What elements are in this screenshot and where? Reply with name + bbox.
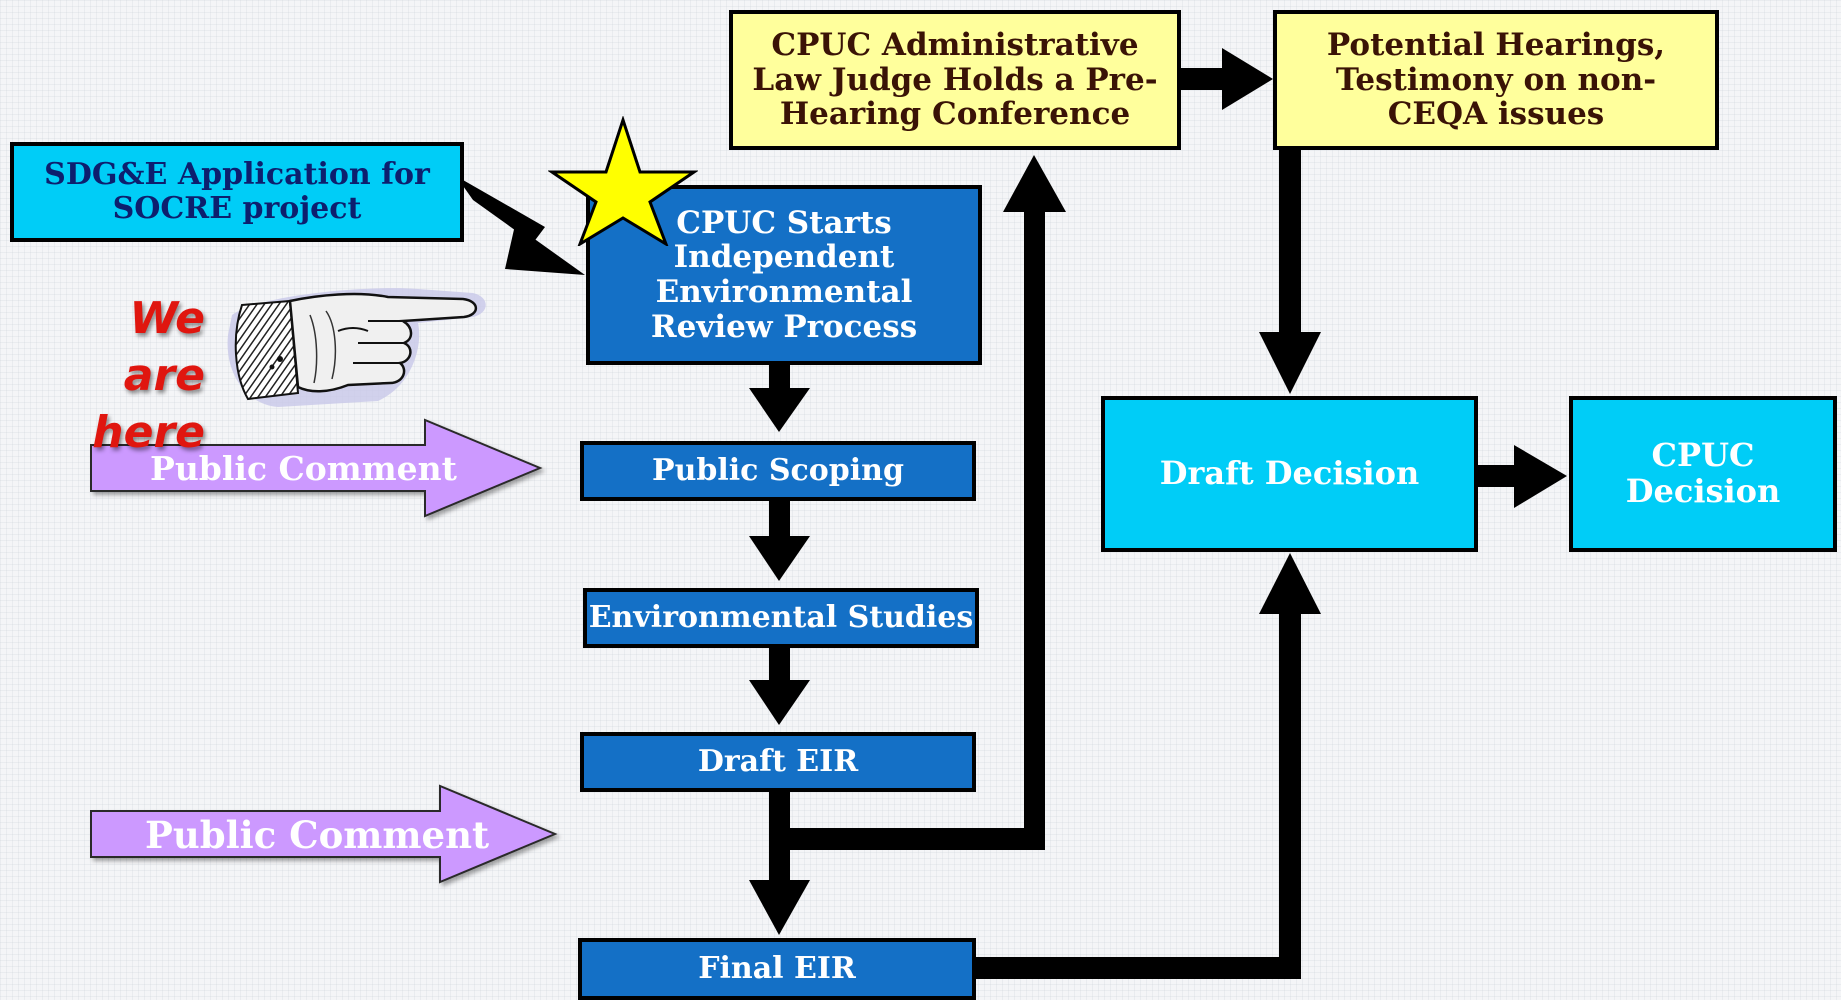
we-are-here-line2: here bbox=[92, 407, 205, 459]
arrow-hearings-to-draftdecision bbox=[1279, 150, 1301, 342]
box-cpuc-decision: CPUC Decision bbox=[1569, 396, 1837, 552]
box-hearings-text: Potential Hearings, Testimony on non-CEQ… bbox=[1326, 26, 1666, 133]
box-alj-conference-text: CPUC Administrative Law Judge Holds a Pr… bbox=[752, 26, 1158, 133]
box-environmental-studies-text: Environmental Studies bbox=[588, 600, 974, 636]
we-are-here-text: We are here bbox=[40, 290, 205, 462]
box-application-text: SDG&E Application for SOCRE project bbox=[44, 157, 430, 226]
pointing-hand-icon bbox=[227, 288, 486, 407]
box-public-scoping-text: Public Scoping bbox=[652, 453, 904, 489]
arrow-alj-to-hearings bbox=[1180, 68, 1226, 90]
arrow-studies-to-drafteir bbox=[769, 646, 790, 682]
arrow-finaleir-to-draftdecision bbox=[972, 553, 1321, 979]
arrow-drafteir-to-alj bbox=[779, 155, 1066, 850]
box-draft-eir-text: Draft EIR bbox=[697, 744, 859, 780]
box-alj-conference: CPUC Administrative Law Judge Holds a Pr… bbox=[729, 10, 1181, 150]
arrow-scoping-to-studies bbox=[769, 498, 790, 538]
box-start-review-text: CPUC Starts Independent Environmental Re… bbox=[650, 204, 918, 345]
box-draft-eir: Draft EIR bbox=[580, 732, 976, 792]
box-hearings: Potential Hearings, Testimony on non-CEQ… bbox=[1273, 10, 1719, 150]
box-final-eir-text: Final EIR bbox=[698, 951, 856, 987]
arrow-application-to-review bbox=[456, 176, 545, 243]
box-final-eir: Final EIR bbox=[578, 938, 976, 1000]
public-comment-arrow-1 bbox=[90, 418, 543, 518]
box-application: SDG&E Application for SOCRE project bbox=[10, 142, 464, 242]
public-comment-label-1: Public Comment bbox=[150, 449, 457, 488]
public-comment-arrow-2 bbox=[90, 784, 558, 884]
star-icon bbox=[548, 116, 698, 246]
box-environmental-studies: Environmental Studies bbox=[583, 588, 979, 648]
public-comment-label-2: Public Comment bbox=[145, 813, 490, 857]
we-are-here-line1: We are bbox=[123, 293, 205, 402]
box-public-scoping: Public Scoping bbox=[580, 441, 976, 501]
box-cpuc-decision-text: CPUC Decision bbox=[1625, 436, 1781, 510]
box-draft-decision-text: Draft Decision bbox=[1159, 454, 1420, 493]
arrow-draftdecision-to-decision bbox=[1476, 465, 1518, 487]
box-draft-decision: Draft Decision bbox=[1101, 396, 1478, 552]
arrow-review-to-scoping bbox=[769, 360, 790, 390]
